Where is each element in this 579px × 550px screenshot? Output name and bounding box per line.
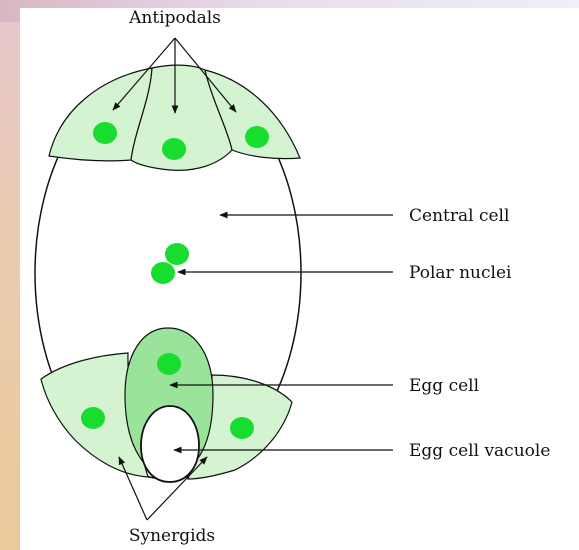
egg-cell-nucleus <box>157 353 181 375</box>
synergid-nucleus-left <box>81 407 105 429</box>
label-synergids: Synergids <box>129 526 215 546</box>
label-polar-nuclei: Polar nuclei <box>409 263 512 283</box>
antipodal-nucleus-left <box>93 122 117 144</box>
polar-nucleus-lower <box>151 262 175 284</box>
label-antipodals: Antipodals <box>128 8 221 28</box>
polar-nucleus-upper <box>165 243 189 265</box>
label-egg-cell-vacuole: Egg cell vacuole <box>409 441 550 461</box>
antipodal-nucleus-middle <box>162 138 186 160</box>
label-egg-cell: Egg cell <box>409 376 479 396</box>
antipodal-nucleus-right <box>245 126 269 148</box>
synergid-nucleus-right <box>230 417 254 439</box>
egg-cell-vacuole <box>141 406 199 482</box>
label-central-cell: Central cell <box>409 206 509 226</box>
